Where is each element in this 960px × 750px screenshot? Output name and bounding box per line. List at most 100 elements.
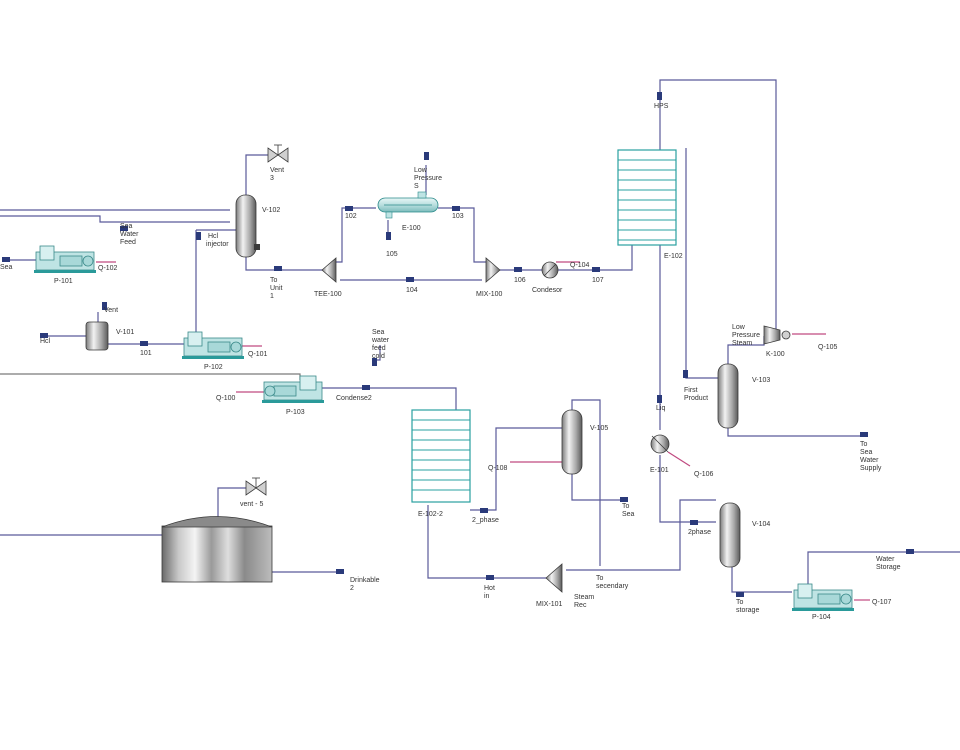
label-steam-rec-1: Steam (574, 594, 594, 601)
arrow-sea-cold (372, 358, 377, 366)
label-drinkable-2: 2 (350, 585, 354, 592)
heater-e101[interactable] (650, 434, 670, 454)
storage-tank[interactable] (161, 516, 273, 583)
pipe-sea-water-feed (0, 215, 230, 223)
arrow-hcl-injector (196, 232, 201, 240)
label-to-unit-1: To (270, 277, 278, 284)
arrow-sea (2, 257, 10, 262)
label-k100: K-100 (766, 351, 785, 358)
arrow-101 (140, 341, 148, 346)
label-vent: Vent (104, 307, 118, 314)
label-q102: Q-102 (98, 265, 118, 272)
label-condesor: Condesor (532, 287, 563, 294)
label-2-phase: 2_phase (472, 517, 499, 524)
label-water-storage-2: Storage (876, 564, 901, 571)
label-water-storage-1: Water (876, 556, 895, 563)
label-hps: HPS (654, 103, 669, 110)
label-q106: Q-106 (694, 471, 714, 478)
arrow-sea-water-feed (120, 226, 128, 231)
mixer-mix100[interactable] (485, 257, 501, 283)
pump-p103[interactable] (262, 375, 324, 403)
label-sea-water-supply-4: Supply (860, 465, 882, 472)
label-e101: E-101 (650, 467, 669, 474)
label-to-sea-2: Sea (622, 511, 635, 518)
label-to-secendary-1: To (596, 575, 604, 582)
exchanger-e100[interactable] (377, 191, 439, 219)
pipe-to-tee (245, 257, 325, 271)
arrow-to-sea (620, 497, 628, 502)
label-v102: V-102 (262, 207, 280, 214)
exchanger-e102-2[interactable] (411, 409, 471, 503)
label-to-unit-2: Unit (270, 285, 283, 292)
arrow-hot-in (486, 575, 494, 580)
vessel-v103[interactable] (717, 363, 739, 429)
pipe-vent5 (217, 487, 246, 518)
arrow-vent (102, 302, 107, 310)
tee-100[interactable] (321, 257, 337, 283)
label-hcl-injector-2: injector (206, 241, 229, 248)
valve-vent5[interactable] (245, 477, 267, 496)
pipe-hot-in (427, 505, 548, 579)
pump-p102[interactable] (182, 331, 244, 359)
label-v103: V-103 (752, 377, 770, 384)
label-v101: V-101 (116, 329, 134, 336)
valve-vent3[interactable] (267, 144, 289, 163)
label-sea-water-supply-1: To (860, 441, 868, 448)
label-p104: P-104 (812, 614, 831, 621)
label-sea-cold-3: feed (372, 345, 386, 352)
pump-p101[interactable] (34, 245, 96, 273)
label-2phase-b: 2phase (688, 529, 711, 536)
label-q105: Q-105 (818, 344, 838, 351)
exchanger-e102[interactable] (617, 149, 677, 246)
label-hcl-injector-1: Hcl (208, 233, 219, 240)
pipe-107 (558, 245, 633, 271)
label-q104: Q-104 (570, 262, 590, 269)
label-sea-water-supply-3: Water (860, 457, 879, 464)
label-q101: Q-101 (248, 351, 268, 358)
label-vent3-1: Vent (270, 167, 284, 174)
label-sea-water-feed-1: Sea (120, 223, 133, 230)
arrow-102 (345, 206, 353, 211)
pump-p104[interactable] (792, 583, 854, 611)
arrow-106 (514, 267, 522, 272)
pipe-first-product (685, 148, 718, 379)
label-to-storage-2: storage (736, 607, 759, 614)
pipe-left-long (0, 373, 301, 380)
label-liq: Liq (656, 405, 665, 412)
label-sea: Sea (0, 264, 13, 271)
vessel-v105[interactable] (561, 409, 583, 475)
arrow-107 (592, 267, 600, 272)
vessel-v101[interactable] (85, 321, 109, 351)
arrow-water-storage (906, 549, 914, 554)
label-hot-in-2: in (484, 593, 490, 600)
expander-k100[interactable] (763, 325, 791, 345)
arrow-sea-water-supply (860, 432, 868, 437)
cooler-condesor[interactable] (541, 261, 559, 279)
label-hcl-left: Hcl (40, 338, 51, 345)
label-p101: P-101 (54, 278, 73, 285)
label-107: 107 (592, 277, 604, 284)
label-low-pressure-1: Low (414, 167, 428, 174)
label-103: 103 (452, 213, 464, 220)
label-drinkable-1: Drinkable (350, 577, 380, 584)
arrow-hcl (40, 333, 48, 338)
label-low-pressure-2: Pressure (414, 175, 442, 182)
label-to-unit-3: 1 (270, 293, 274, 300)
arrow-condense2 (362, 385, 370, 390)
arrow-drinkable (336, 569, 344, 574)
label-105: 105 (386, 251, 398, 258)
label-low-pressure-steam-1: Low (732, 324, 746, 331)
arrow-2-phase (480, 508, 488, 513)
label-low-pressure-steam-3: Steam (732, 340, 752, 347)
vessel-v104[interactable] (719, 502, 741, 568)
label-v104: V-104 (752, 521, 770, 528)
label-vent3-2: 3 (270, 175, 274, 182)
labels: Sea Sea Water Feed Q-102 P-101 Hcl Vent … (0, 103, 901, 621)
label-p102: P-102 (204, 364, 223, 371)
label-102: 102 (345, 213, 357, 220)
arrow-105 (386, 232, 391, 240)
mixer-mix101[interactable] (545, 563, 563, 593)
vessel-v102[interactable] (235, 194, 260, 258)
label-sea-cold-1: Sea (372, 329, 385, 336)
